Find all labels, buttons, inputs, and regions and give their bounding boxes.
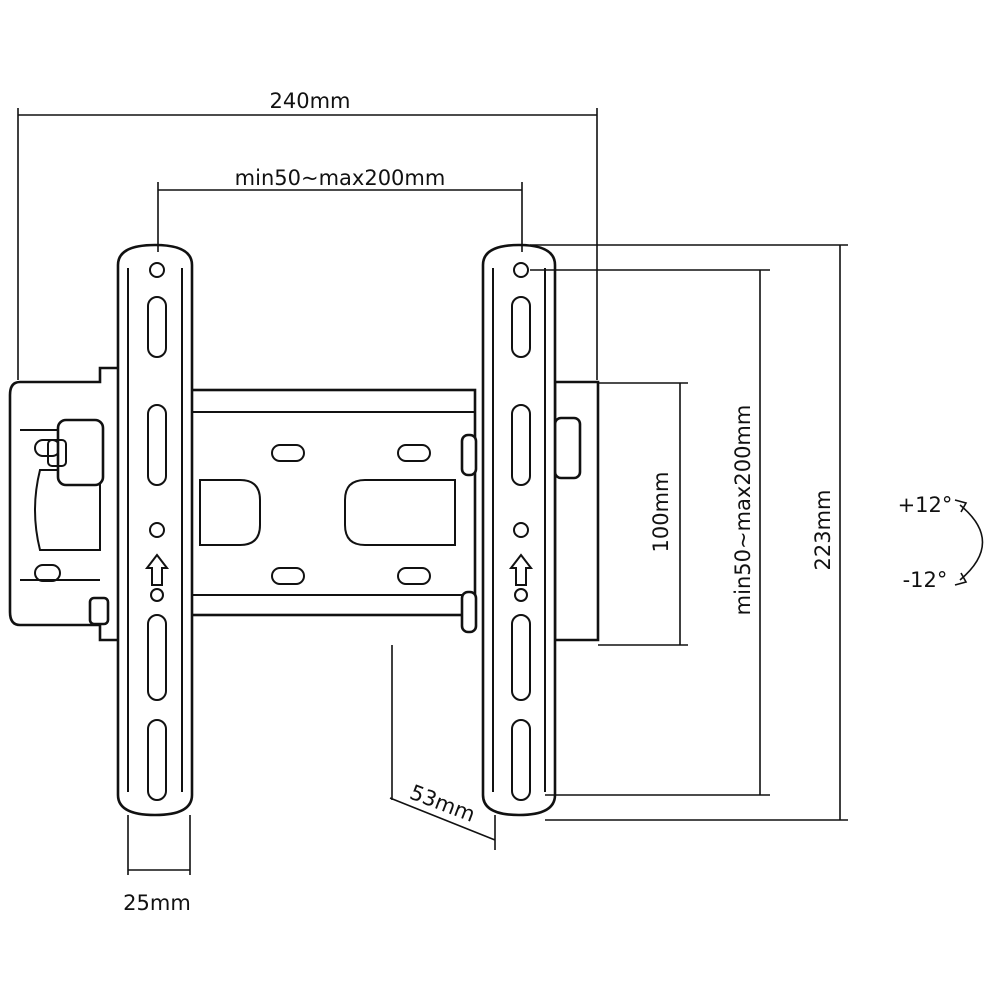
mounting-slots [199, 444, 456, 585]
dimension-lines [17, 108, 848, 875]
wall-plate-height-label: 100mm [649, 472, 673, 553]
bolt-knob [47, 416, 582, 626]
left-vertical-arm [116, 243, 194, 817]
overall-width-label: 240mm [270, 89, 351, 113]
vesa-horizontal-label: min50~max200mm [235, 166, 446, 190]
tilt-up-label: +12° [898, 493, 953, 517]
vesa-vertical-label: min50~max200mm [731, 405, 755, 616]
tilt-arrow-icon [954, 499, 984, 586]
tilt-down-label: -12° [903, 568, 948, 592]
overall-height-label: 223mm [811, 490, 835, 571]
arm-width-label: 25mm [123, 891, 191, 915]
